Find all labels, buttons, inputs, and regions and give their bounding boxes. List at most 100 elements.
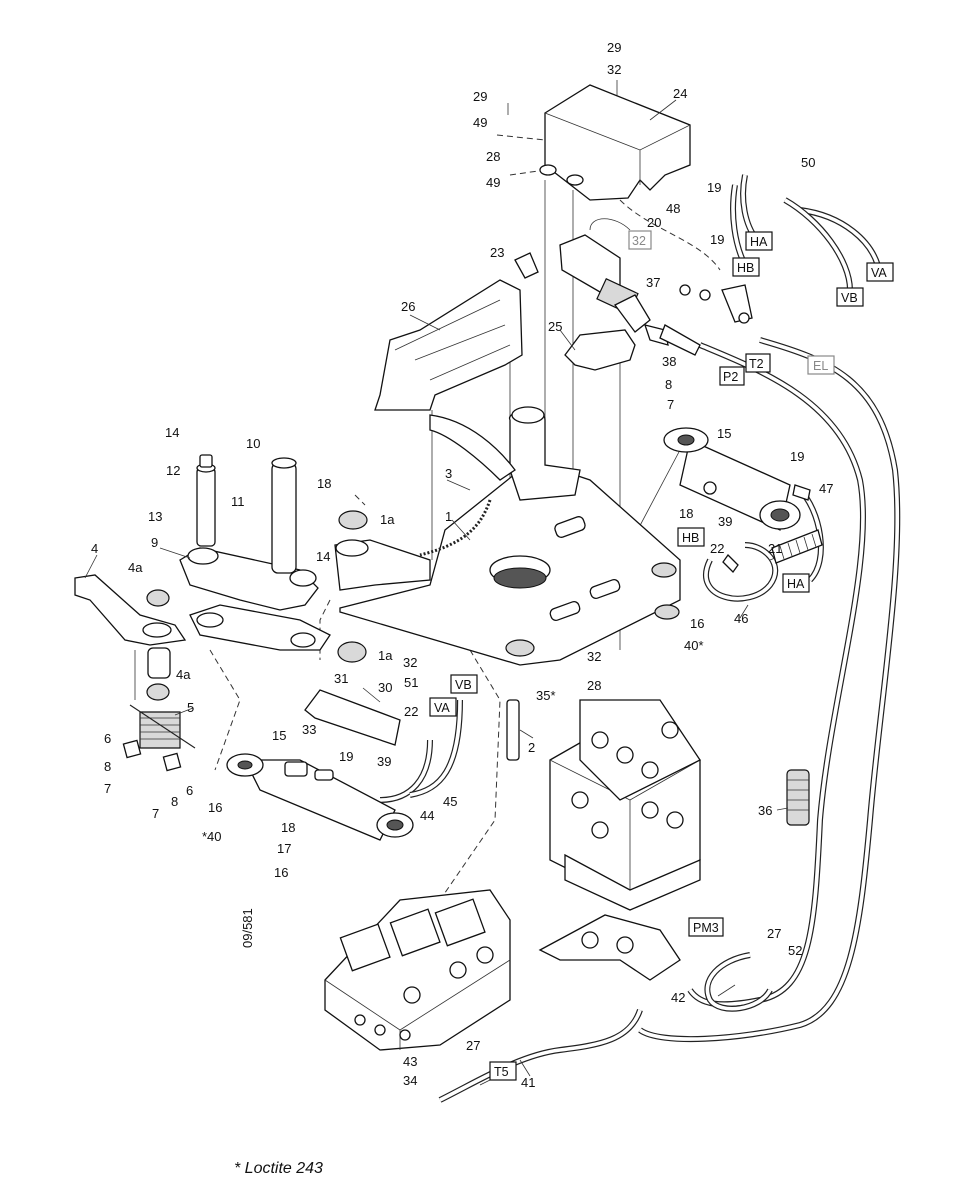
part-label: 33 <box>302 722 316 737</box>
part-label: 38 <box>662 354 676 369</box>
part-label: 1a <box>380 512 395 527</box>
part-label: 19 <box>790 449 804 464</box>
part-label: 19 <box>339 749 353 764</box>
port-tag: P2 <box>723 370 738 384</box>
port-tag: VB <box>455 678 472 692</box>
footnote-loctite: * Loctite 243 <box>234 1160 323 1177</box>
part-label: 7 <box>667 397 674 412</box>
part-label: 28 <box>587 678 601 693</box>
part-label: 3 <box>445 466 452 481</box>
part-label: 24 <box>673 86 687 101</box>
part-label: 27 <box>466 1038 480 1053</box>
solenoid-valve-37 <box>514 218 753 356</box>
part-label: 1a <box>378 648 393 663</box>
part-label: 2 <box>528 740 535 755</box>
cover-24 <box>539 84 691 201</box>
port-tag: HB <box>737 261 754 275</box>
valve-block-lower <box>324 889 511 1051</box>
part-label: 5 <box>187 700 194 715</box>
port-tag: HB <box>682 531 699 545</box>
part-label: 30 <box>378 680 392 695</box>
part-label: 4a <box>128 560 143 575</box>
part-label: 16 <box>690 616 704 631</box>
part-labels: 29 32 24 29 49 28 49 50 19 48 20 19 23 3… <box>91 40 833 1090</box>
part-label: 20 <box>647 215 661 230</box>
part-label: 39 <box>718 514 732 529</box>
part-label: 22 <box>710 541 724 556</box>
part-label: 29 <box>473 89 487 104</box>
bracket-25 <box>564 329 636 371</box>
linkage-left <box>74 454 431 772</box>
valve-block-pm3 <box>538 699 701 981</box>
part-label: 22 <box>404 704 418 719</box>
part-label: 19 <box>710 232 724 247</box>
part-label: 39 <box>377 754 391 769</box>
part-label: 36 <box>758 803 772 818</box>
port-tag: T5 <box>494 1065 509 1079</box>
part-label: 26 <box>401 299 415 314</box>
part-label: 18 <box>679 506 693 521</box>
part-label: 17 <box>277 841 291 856</box>
part-label: 45 <box>443 794 457 809</box>
part-label: 32 <box>607 62 621 77</box>
part-label: 14 <box>165 425 179 440</box>
part-label: 16 <box>208 800 222 815</box>
part-label: 34 <box>403 1073 417 1088</box>
part-label: 8 <box>171 794 178 809</box>
port-tag: HA <box>787 577 805 591</box>
part-label: 51 <box>404 675 418 690</box>
chain-1 <box>419 499 492 557</box>
port-tag: VA <box>871 266 887 280</box>
part-label: 9 <box>151 535 158 550</box>
part-label: 18 <box>281 820 295 835</box>
part-label: 27 <box>767 926 781 941</box>
bar-30 <box>304 689 401 746</box>
part-label: 13 <box>148 509 162 524</box>
part-label: 23 <box>490 245 504 260</box>
part-label: 32 <box>587 649 601 664</box>
base-plate <box>339 406 681 666</box>
part-label: 16 <box>274 865 288 880</box>
leader-lines <box>84 99 789 1086</box>
port-tag: EL <box>813 359 828 373</box>
port-tag: HA <box>750 235 768 249</box>
part-label: 1 <box>445 509 452 524</box>
cylinder-15-right <box>663 427 823 574</box>
part-label: 4a <box>176 667 191 682</box>
part-label: 35* <box>536 688 556 703</box>
port-tag: PM3 <box>693 921 719 935</box>
part-label: 28 <box>486 149 500 164</box>
part-label: 48 <box>666 201 680 216</box>
part-label: 49 <box>486 175 500 190</box>
part-label: 49 <box>473 115 487 130</box>
spring-36 <box>786 769 810 826</box>
port-tag: VA <box>434 701 450 715</box>
part-label: 12 <box>166 463 180 478</box>
part-label: 8 <box>104 759 111 774</box>
part-label: 42 <box>671 990 685 1005</box>
part-label: 15 <box>717 426 731 441</box>
part-label: 47 <box>819 481 833 496</box>
seat-bracket-26 <box>374 279 523 411</box>
part-label: 31 <box>334 671 348 686</box>
part-label: 43 <box>403 1054 417 1069</box>
part-label: 15 <box>272 728 286 743</box>
part-label: 32 <box>403 655 417 670</box>
port-tags: HA HB VA VB 32 P2 T2 EL HB HA VB VA PM3 … <box>429 230 894 1081</box>
part-label: 44 <box>420 808 434 823</box>
part-label: 6 <box>104 731 111 746</box>
drawing-code: 09/581 <box>240 908 255 948</box>
part-label: 7 <box>104 781 111 796</box>
port-tag: 32 <box>632 234 646 248</box>
part-label: 18 <box>317 476 331 491</box>
part-label: 25 <box>548 319 562 334</box>
cylinder-15-left <box>226 753 414 841</box>
part-label: 46 <box>734 611 748 626</box>
part-label: 41 <box>521 1075 535 1090</box>
part-label: 14 <box>316 549 330 564</box>
part-label: 37 <box>646 275 660 290</box>
part-label: 8 <box>665 377 672 392</box>
bolt-2 <box>506 699 520 761</box>
port-tag: VB <box>841 291 858 305</box>
